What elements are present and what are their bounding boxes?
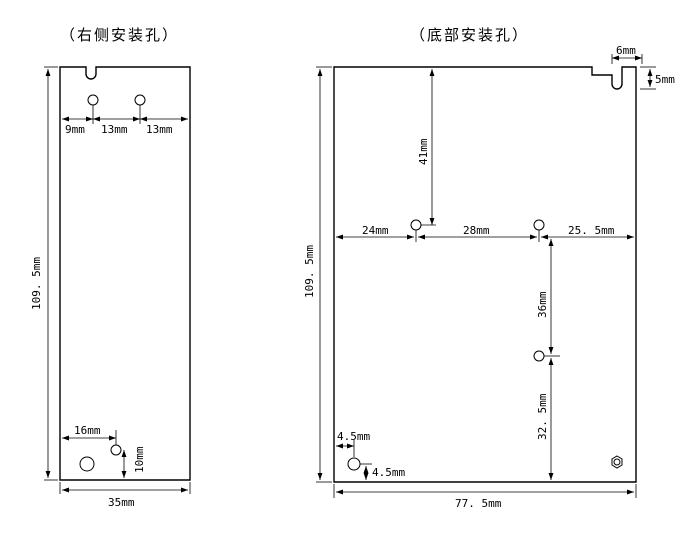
bottom-dim-28mm: 28mm (463, 224, 490, 237)
side-plate-outline (59, 66, 191, 481)
bottom-dim-4-5mm-y: 4.5mm (372, 466, 405, 479)
side-bottom-hole-small (110, 444, 122, 456)
bottom-view-title: （底部安装孔） (410, 26, 529, 44)
bottom-dim-6mm: 6mm (616, 44, 636, 57)
bottom-dim-36mm: 36mm (536, 291, 549, 318)
bottom-dim-25-5mm: 25. 5mm (568, 224, 615, 237)
side-dim-9mm: 9mm (65, 123, 85, 136)
side-dim-10mm: 10mm (133, 446, 146, 473)
side-dim-13mm-mid: 13mm (101, 123, 128, 136)
bottom-dim-24mm: 24mm (362, 224, 389, 237)
side-dim-13mm-right: 13mm (146, 123, 173, 136)
bottom-dim-32-5mm: 32. 5mm (536, 393, 549, 440)
bottom-plate-outline (333, 66, 637, 483)
side-bottom-hole-large (79, 456, 95, 472)
bottom-view: 6mm 5mm 41mm 24mm 28mm 25. 5mm 36mm 32. … (303, 44, 675, 510)
side-dim-16mm: 16mm (74, 424, 101, 437)
side-view-title: （右侧安装孔） (60, 26, 179, 44)
bottom-dim-width: 77. 5mm (455, 497, 502, 510)
side-dim-width: 35mm (108, 496, 135, 509)
bottom-hole-left (410, 219, 422, 231)
side-top-hole-right (134, 94, 146, 106)
bottom-dim-41mm: 41mm (417, 138, 430, 165)
side-view: 9mm 13mm 13mm 16mm 10mm 109. 5mm 35mm (30, 66, 191, 509)
bottom-hole-right (533, 219, 545, 231)
side-dim-height: 109. 5mm (30, 257, 43, 310)
bottom-dim-height: 109. 5mm (303, 245, 316, 298)
side-top-hole-left (87, 94, 99, 106)
bottom-hole-corner (347, 457, 361, 471)
bottom-dim-5mm: 5mm (655, 73, 675, 86)
hex-screw-icon (611, 455, 623, 469)
bottom-dim-4-5mm-x: 4.5mm (337, 430, 370, 443)
bottom-hole-middle (533, 350, 545, 362)
